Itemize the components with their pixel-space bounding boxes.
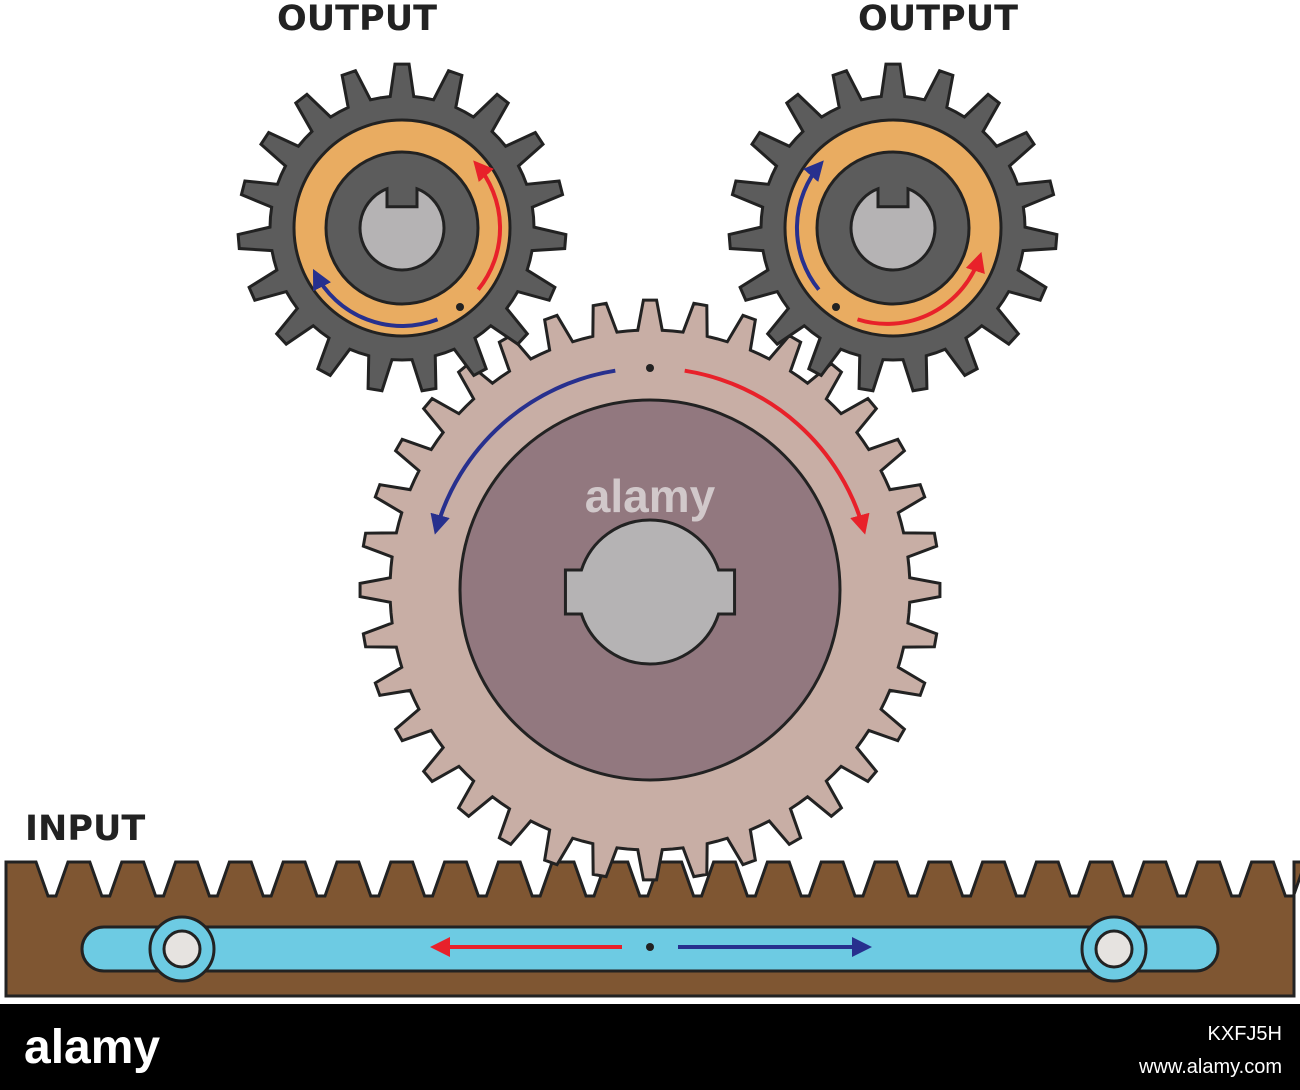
rack-center-dot [646,943,654,951]
output-gear-left-keyed-hub [358,186,446,272]
output-gear-right-arrow-blue [794,160,824,291]
large-gear-arrow-blue [430,368,616,535]
watermark-center: alamy [585,470,716,522]
output-gear-right-arrow-red [856,251,985,326]
gear-rack [4,860,1300,998]
large-gear: alamy [358,298,942,882]
large-gear-arrow-red [684,368,870,535]
slot-bolt-left [148,915,216,983]
footer-bar [0,1004,1300,1090]
output-gear-right-keyed-hub [849,186,937,272]
output-gear-left [236,62,568,393]
output-gear-left-arrow-red [473,160,503,291]
output-gear-right [727,62,1059,393]
footer-url: www.alamy.com [1138,1056,1282,1078]
label-output-left: OUTPUT [277,0,437,39]
large-gear-top-dot [646,364,654,372]
output-gear-left-arrow-blue [312,268,439,328]
output-gear-right-dot [832,303,840,311]
label-input: INPUT [25,809,145,849]
output-gear-left-dot [456,303,464,311]
slot-bolt-right [1080,915,1148,983]
label-output-right: OUTPUT [858,0,1018,39]
watermark-footer: alamy KXFJ5H www.alamy.com [0,1004,1300,1090]
footer-logo: alamy [24,1021,160,1074]
footer-image-id: KXFJ5H [1208,1023,1282,1045]
large-gear-keyed-hub [563,518,737,666]
